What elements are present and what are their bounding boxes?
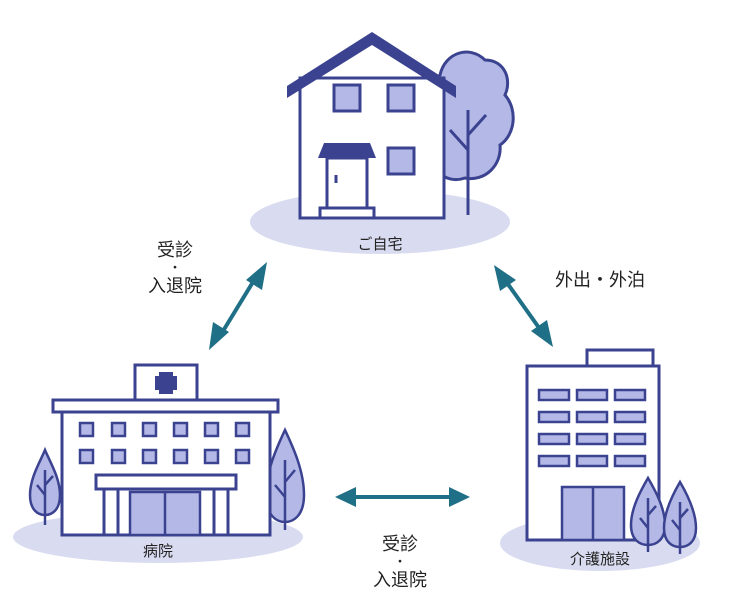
care-facility-label: 介護施設	[569, 550, 630, 568]
home-label: ご自宅	[357, 235, 403, 253]
edge-label-home-hospital: 受診 ・ 入退院	[130, 240, 220, 298]
edge-label-line: 入退院	[148, 276, 202, 297]
hospital-building-icon	[28, 363, 306, 537]
medical-cross-icon	[155, 372, 177, 394]
tree-icon	[28, 446, 62, 525]
arrow-home-hospital	[209, 262, 267, 350]
arrow-hospital-care	[335, 487, 470, 507]
apartment-building-icon	[525, 348, 698, 554]
edge-label-line: ・	[168, 261, 182, 276]
tree-icon	[264, 427, 306, 530]
edge-label-line: 受診	[382, 534, 418, 555]
edge-label-hospital-care: 受診 ・ 入退院	[355, 534, 445, 592]
arrow-home-care	[494, 265, 553, 347]
edge-label-line: 受診	[157, 240, 193, 261]
tree-icon	[629, 475, 667, 552]
house-icon	[287, 32, 515, 220]
edge-label-line: ・	[393, 555, 407, 570]
edge-label-home-care: 外出・外泊	[555, 270, 645, 291]
edge-label-line: 入退院	[373, 570, 427, 591]
hospital-label: 病院	[142, 542, 173, 560]
tree-icon	[662, 479, 698, 554]
